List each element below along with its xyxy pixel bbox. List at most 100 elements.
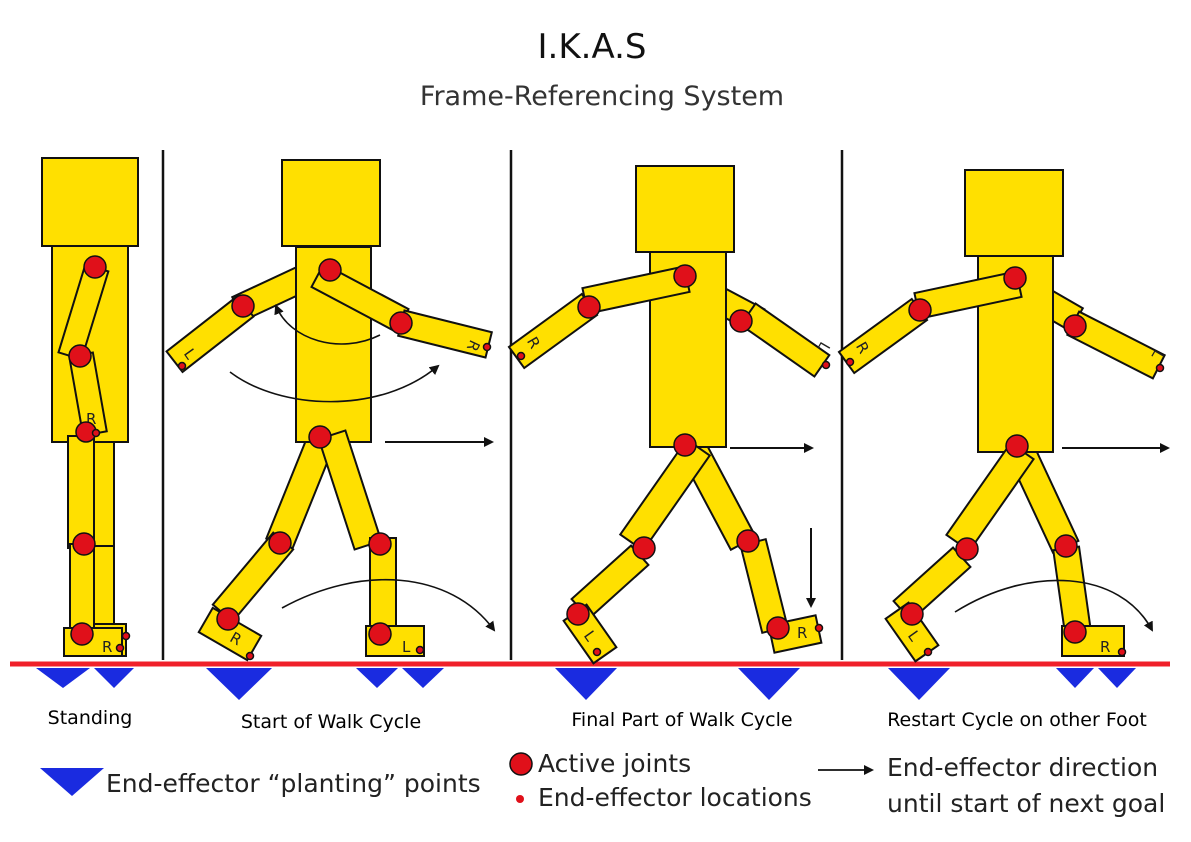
active-joint — [368, 622, 392, 646]
active-joint — [1054, 534, 1078, 558]
active-joint — [673, 264, 697, 288]
restart-joints — [845, 266, 1165, 657]
front-thigh — [945, 441, 1035, 553]
front-thigh — [67, 435, 95, 549]
panel-label-walk-final: Final Part of Walk Cycle — [571, 709, 792, 731]
direction-arrow — [954, 579, 1153, 632]
active-joint — [900, 602, 924, 626]
walk-final-arrows — [730, 443, 816, 608]
figure-standing — [41, 157, 139, 657]
active-joint — [231, 294, 255, 318]
head — [964, 169, 1064, 257]
active-joint — [70, 622, 94, 646]
limb-label-r: R — [102, 638, 112, 656]
planting-point — [206, 668, 272, 700]
active-joint — [72, 532, 96, 556]
end-effector — [482, 342, 492, 352]
planting-point — [888, 668, 950, 700]
active-joint — [1003, 266, 1027, 290]
legend-direction-label-1: End-effector direction — [887, 753, 1158, 782]
head — [41, 157, 139, 247]
planting-point — [1056, 668, 1094, 688]
legend-end-effector-label: End-effector locations — [538, 783, 812, 812]
direction-arrow — [281, 578, 496, 632]
end-effector — [91, 428, 101, 438]
end-effector — [115, 643, 125, 653]
active-joint — [389, 311, 413, 335]
front-thigh — [317, 429, 383, 551]
front-shin — [69, 543, 95, 635]
legend-active-joint-icon — [509, 752, 533, 776]
limb-label-l: L — [402, 638, 411, 656]
diagram-subtitle: Frame-Referencing System — [420, 81, 784, 112]
active-joint — [368, 532, 392, 556]
planting-point — [356, 668, 398, 688]
standing-joints — [68, 255, 131, 653]
active-joint — [1005, 434, 1029, 458]
legend: End-effector “planting” points Active jo… — [40, 749, 1165, 818]
end-effector — [592, 647, 602, 657]
planting-point — [94, 668, 134, 688]
head — [281, 159, 381, 247]
active-joint — [308, 425, 332, 449]
active-joint — [268, 531, 292, 555]
active-joint — [908, 298, 932, 322]
active-joint — [1063, 314, 1087, 338]
end-effector — [1117, 647, 1127, 657]
restart-arrows — [954, 443, 1170, 632]
legend-planting-label: End-effector “planting” points — [106, 769, 481, 798]
end-effector — [1155, 363, 1165, 373]
limb-label-r: R — [797, 624, 807, 642]
figure-restart — [837, 169, 1167, 663]
panel-label-restart: Restart Cycle on other Foot — [887, 709, 1147, 731]
front-thigh — [618, 438, 712, 552]
planting-point — [1098, 668, 1136, 688]
direction-arrow — [229, 364, 440, 403]
end-effector — [177, 361, 187, 371]
end-effector — [516, 351, 526, 361]
end-effector — [415, 645, 425, 655]
active-joint — [766, 616, 790, 640]
active-joint — [729, 309, 753, 333]
end-effector — [121, 631, 131, 641]
figure-walk-start — [165, 159, 494, 662]
legend-planting-icon — [40, 768, 104, 796]
active-joint — [83, 255, 107, 279]
diagram-title: I.K.A.S — [538, 27, 647, 67]
walk-final-joints — [516, 264, 831, 657]
active-joint — [566, 602, 590, 626]
active-joint — [736, 529, 760, 553]
head — [635, 165, 735, 253]
planting-point — [36, 668, 90, 688]
limb-label-r: R — [86, 410, 96, 428]
panel-label-standing: Standing — [48, 707, 133, 729]
limb-label-r: R — [1100, 638, 1110, 656]
active-joint — [673, 433, 697, 457]
planting-point — [555, 668, 617, 700]
active-joint — [216, 607, 240, 631]
active-joint — [632, 536, 656, 560]
legend-direction-label-2: until start of next goal — [887, 789, 1165, 818]
active-joint — [577, 295, 601, 319]
back-forearm — [739, 302, 831, 378]
active-joint — [955, 537, 979, 561]
back-shin — [1052, 545, 1092, 635]
active-joint — [1063, 620, 1087, 644]
back-foot — [1061, 625, 1125, 657]
end-effector — [245, 651, 255, 661]
end-effector — [923, 647, 933, 657]
planting-point — [738, 668, 800, 700]
active-joint — [68, 344, 92, 368]
planting-point — [402, 668, 444, 688]
planting-points — [36, 668, 1136, 700]
legend-active-joints-label: Active joints — [538, 749, 691, 778]
walk-start-joints — [177, 258, 492, 661]
panel-label-walk-start: Start of Walk Cycle — [241, 711, 421, 733]
figure-walk-final — [507, 165, 831, 665]
end-effector — [821, 360, 831, 370]
end-effector — [845, 357, 855, 367]
direction-arrow — [274, 304, 381, 345]
legend-end-effector-icon — [516, 795, 524, 803]
end-effector — [814, 623, 824, 633]
